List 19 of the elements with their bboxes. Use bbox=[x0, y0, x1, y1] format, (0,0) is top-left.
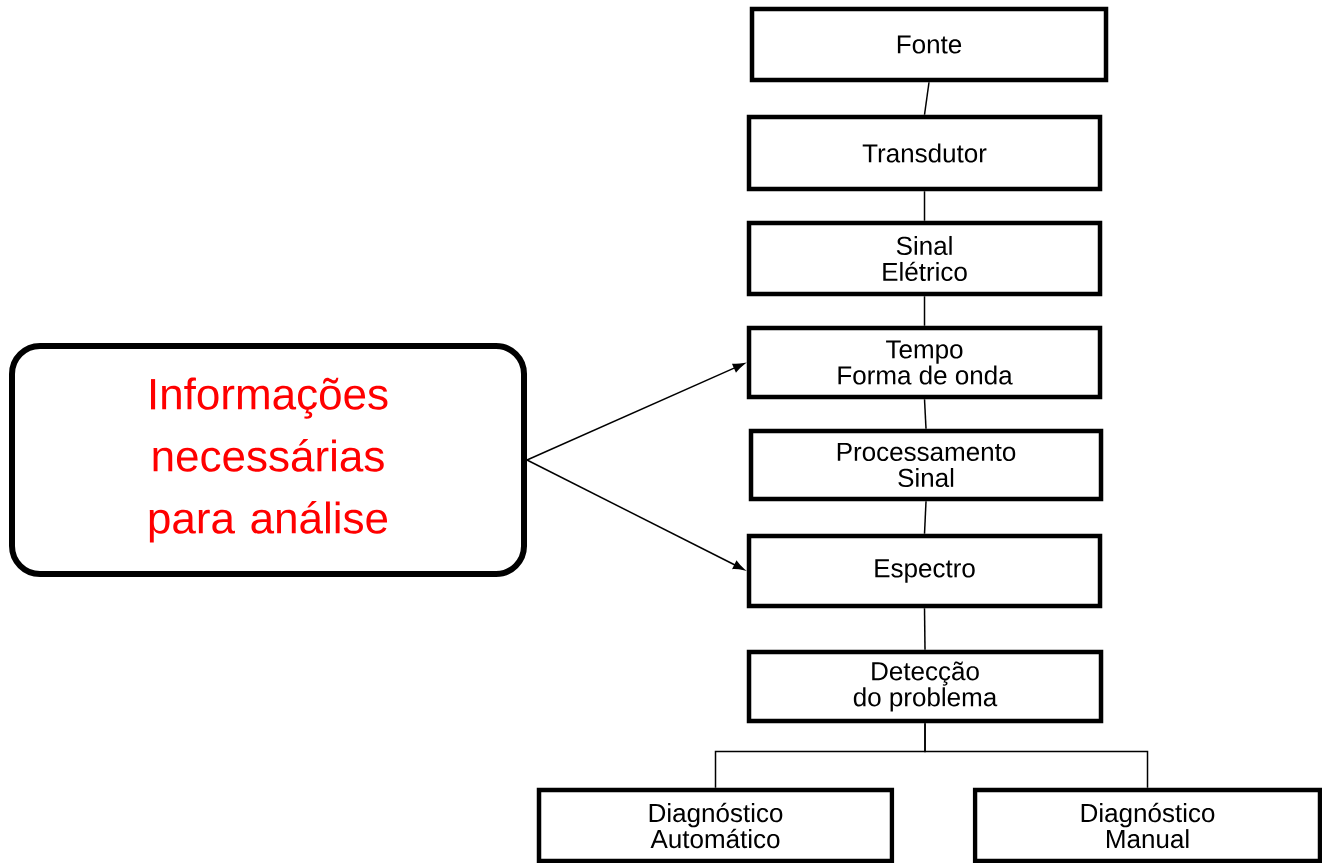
connector-line bbox=[923, 607, 926, 651]
process-box: Espectro bbox=[746, 533, 1103, 609]
rounded-box: Informações necessárias para análise bbox=[9, 343, 527, 577]
connector-line bbox=[923, 81, 930, 116]
process-box: Transdutor bbox=[746, 114, 1103, 192]
connector-line bbox=[924, 722, 1149, 789]
process-box: Fonte bbox=[749, 6, 1109, 83]
process-box: Tempo Forma de onda bbox=[746, 325, 1103, 400]
process-box: Processamento Sinal bbox=[748, 428, 1104, 502]
arrow bbox=[526, 459, 745, 571]
connector-line bbox=[923, 500, 927, 535]
process-box: Sinal Elétrico bbox=[746, 220, 1103, 297]
process-box: Diagnóstico Manual bbox=[972, 787, 1322, 863]
arrow bbox=[526, 363, 745, 461]
connector-line bbox=[923, 295, 926, 327]
connector-line bbox=[923, 398, 927, 430]
connector-line bbox=[923, 190, 926, 222]
process-box: Detecção do problema bbox=[746, 649, 1104, 724]
process-box: Diagnóstico Automático bbox=[536, 787, 895, 863]
